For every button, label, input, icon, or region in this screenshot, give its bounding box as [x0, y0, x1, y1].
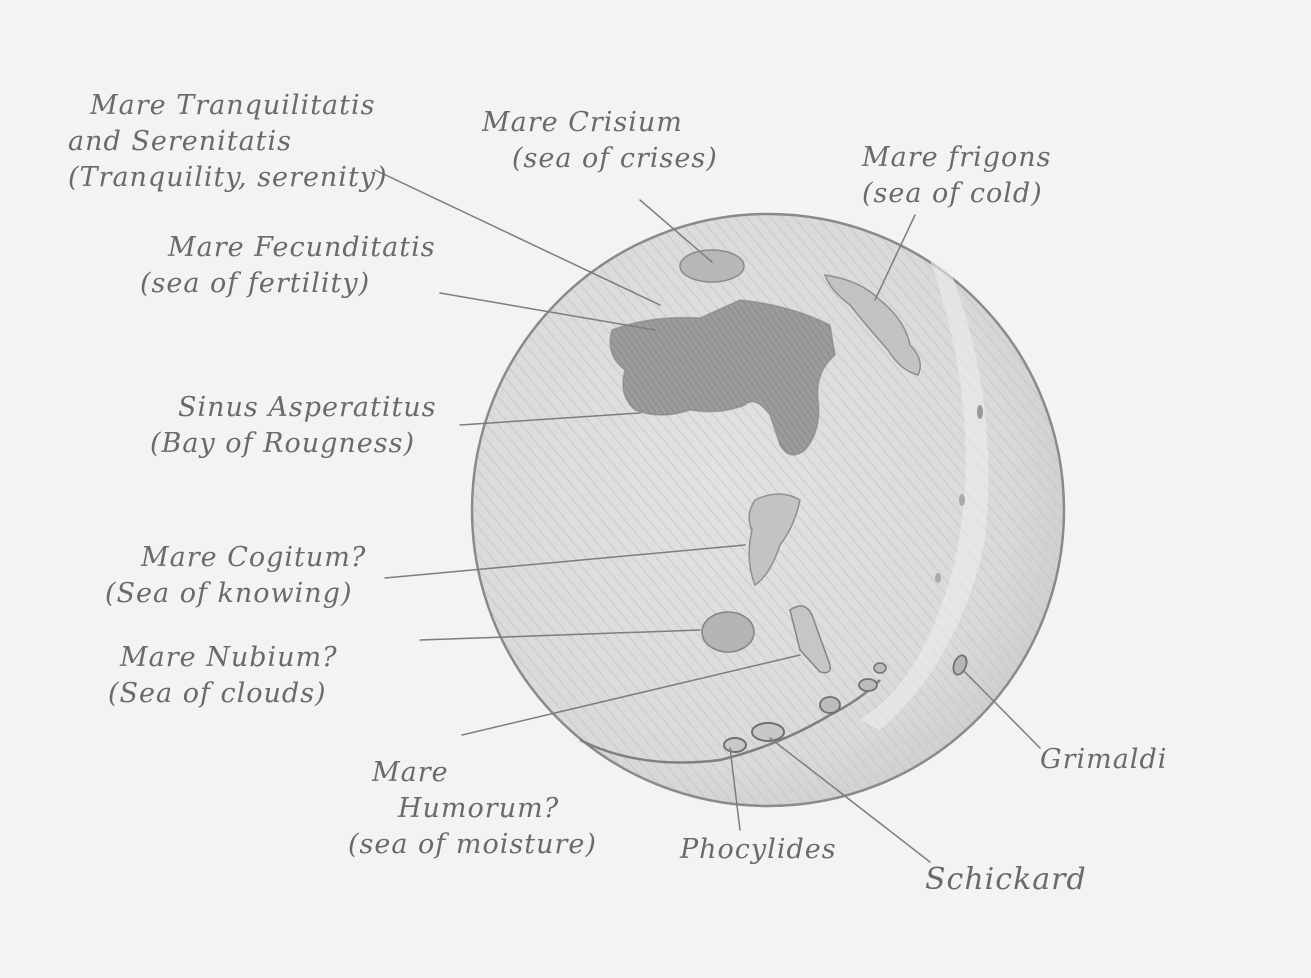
- label-line: Mare Fecunditatis: [168, 232, 436, 263]
- label-line: Mare frigons: [862, 142, 1052, 173]
- label-line: Humorum?: [398, 793, 560, 824]
- label-sinus-asperitatis: Sinus Asperatitus (Bay of Rougness): [150, 390, 437, 462]
- label-schickard: Schickard: [925, 862, 1087, 898]
- label-line: Grimaldi: [1040, 744, 1168, 775]
- label-line: Mare Cogitum?: [141, 542, 367, 573]
- mare-cognitum-shape: [748, 493, 801, 587]
- schickard-crater: [751, 722, 785, 742]
- label-grimaldi: Grimaldi: [1040, 742, 1167, 778]
- label-line: Mare Nubium?: [120, 642, 338, 673]
- phocylides-crater: [723, 737, 747, 753]
- mare-humorum-shape: [789, 605, 832, 674]
- label-phocylides: Phocylides: [680, 832, 837, 868]
- label-line: Phocylides: [680, 834, 837, 865]
- label-line: Mare Crisium: [482, 107, 683, 138]
- label-line: (Bay of Rougness): [150, 428, 416, 459]
- label-line: Mare Tranquilitatis: [90, 90, 376, 121]
- label-mare-humorum: Mare Humorum? (sea of moisture): [348, 755, 597, 863]
- label-mare-crisium: Mare Crisium (sea of crises): [482, 105, 718, 177]
- label-line: (Sea of knowing): [105, 578, 353, 609]
- label-mare-tranquilitatis: Mare Tranquilitatis and Serenitatis (Tra…: [68, 88, 388, 196]
- label-line: (sea of crises): [512, 143, 718, 174]
- grimaldi-crater: [952, 654, 968, 676]
- mare-crisium-shape: [679, 249, 745, 283]
- label-line: Sinus Asperatitus: [178, 392, 437, 423]
- label-line: (Sea of clouds): [108, 678, 327, 709]
- label-line: and Serenitatis: [68, 126, 293, 157]
- label-line: (sea of cold): [862, 178, 1043, 209]
- label-mare-cognitum: Mare Cogitum? (Sea of knowing): [105, 540, 366, 612]
- label-line: (sea of moisture): [348, 829, 597, 860]
- label-line: (sea of fertility): [140, 268, 371, 299]
- label-mare-nubium: Mare Nubium? (Sea of clouds): [108, 640, 338, 712]
- mare-nubium-shape: [701, 611, 755, 653]
- label-mare-frigoris: Mare frigons (sea of cold): [862, 140, 1052, 212]
- label-mare-fecunditatis: Mare Fecunditatis (sea of fertility): [140, 230, 436, 302]
- label-line: Schickard: [925, 862, 1087, 897]
- mare-frigoris-shape: [823, 274, 921, 376]
- label-line: (Tranquility, serenity): [68, 162, 388, 193]
- label-line: Mare: [372, 757, 449, 788]
